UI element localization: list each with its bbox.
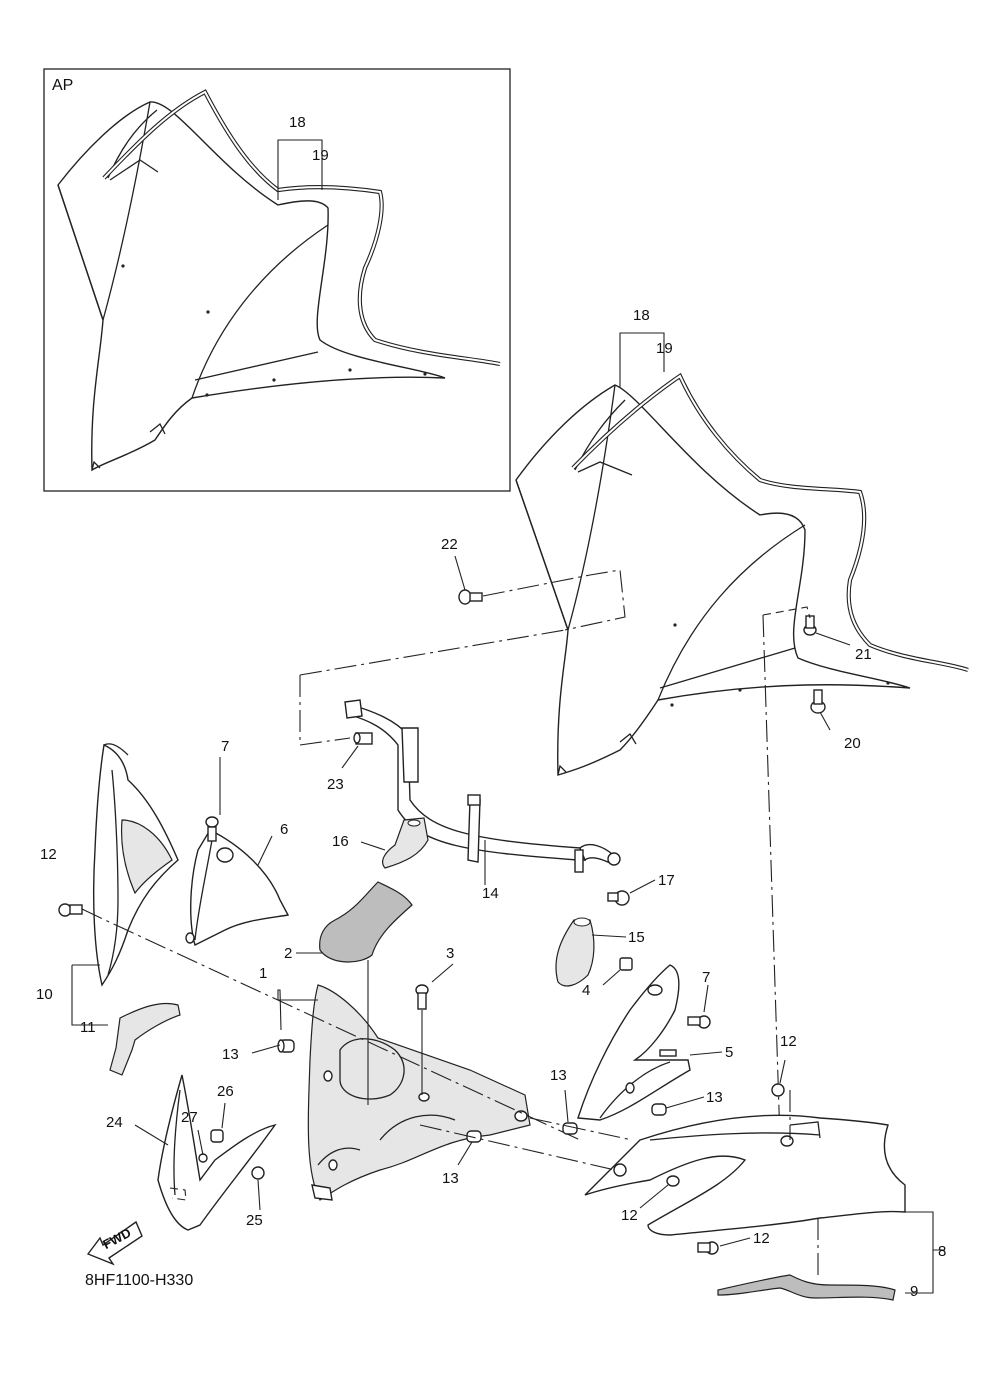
callout-2: 2 [284, 945, 293, 962]
callout-23: 23 [327, 776, 344, 793]
callout-5: 5 [725, 1044, 734, 1061]
callout-13-right-top: 13 [550, 1067, 567, 1084]
inset-windscreen [57, 101, 446, 472]
collar-13-b [651, 1103, 667, 1116]
callout-3: 3 [446, 945, 455, 962]
callout-8: 8 [938, 1243, 947, 1260]
callout-18-inset: 18 [289, 114, 306, 131]
bolt-3 [415, 984, 429, 1010]
callout-6: 6 [280, 821, 289, 838]
collar-13-left [277, 1039, 295, 1053]
callout-26: 26 [217, 1083, 234, 1100]
screw-12-mid [666, 1175, 680, 1187]
callout-16: 16 [332, 833, 349, 850]
callout-19-main: 19 [656, 340, 673, 357]
collar-13-a [562, 1122, 578, 1135]
cover-6 [185, 829, 290, 947]
callout-14: 14 [482, 885, 499, 902]
callout-18-main: 18 [633, 307, 650, 324]
screw-12-lower [697, 1241, 719, 1255]
bracket-11 [109, 1002, 181, 1076]
callout-12-mid: 12 [621, 1207, 638, 1224]
screw-12-upper-right [771, 1083, 785, 1097]
callout-27: 27 [181, 1109, 198, 1126]
inset-frame [43, 68, 511, 492]
bracket-16 [382, 817, 429, 869]
callout-7-upper: 7 [221, 738, 230, 755]
nut-4 [619, 957, 633, 971]
callout-15: 15 [628, 929, 645, 946]
clip-27 [198, 1153, 208, 1163]
callout-19-inset: 19 [312, 147, 329, 164]
main-windscreen [515, 384, 911, 776]
bracket-15 [555, 919, 595, 987]
diagram-code: 8HF1100-H330 [85, 1272, 194, 1289]
trim-9 [717, 1274, 896, 1301]
pad-2 [319, 881, 413, 963]
callout-7-right: 7 [702, 969, 711, 986]
callout-25: 25 [246, 1212, 263, 1229]
inner-cover-5 [577, 964, 691, 1121]
inner-panel-1 [307, 984, 531, 1201]
bolt-7-upper [205, 816, 219, 842]
collar-13-c [466, 1130, 482, 1143]
callout-11: 11 [80, 1019, 96, 1036]
fwd-arrow-icon [86, 1220, 143, 1266]
screw-21 [803, 615, 817, 636]
callout-4: 4 [582, 982, 591, 999]
callout-10: 10 [36, 986, 53, 1003]
nut-26 [210, 1129, 224, 1143]
screw-20 [810, 689, 826, 714]
callout-13-bottom: 13 [442, 1170, 459, 1187]
callout-13-right-mid: 13 [706, 1089, 723, 1106]
bolt-17 [607, 890, 630, 906]
callout-12-left: 12 [40, 846, 57, 863]
inset-label: AP [52, 77, 74, 94]
callout-17: 17 [658, 872, 675, 889]
callout-13-left: 13 [222, 1046, 239, 1063]
callout-12-upper-right: 12 [780, 1033, 797, 1050]
lower-cover-24 [157, 1074, 277, 1231]
screw-22 [458, 589, 483, 605]
callout-20: 20 [844, 735, 861, 752]
screw-12-left [58, 903, 83, 917]
bolt-7-right [687, 1015, 711, 1029]
callout-22: 22 [441, 536, 458, 553]
callout-21: 21 [855, 646, 872, 663]
callout-1: 1 [259, 965, 268, 982]
collar-23 [353, 732, 373, 745]
callout-24: 24 [106, 1114, 123, 1131]
callout-9: 9 [910, 1283, 919, 1300]
screw-25 [251, 1166, 265, 1180]
callout-12-lower: 12 [753, 1230, 770, 1247]
side-cowling-10 [93, 743, 179, 987]
